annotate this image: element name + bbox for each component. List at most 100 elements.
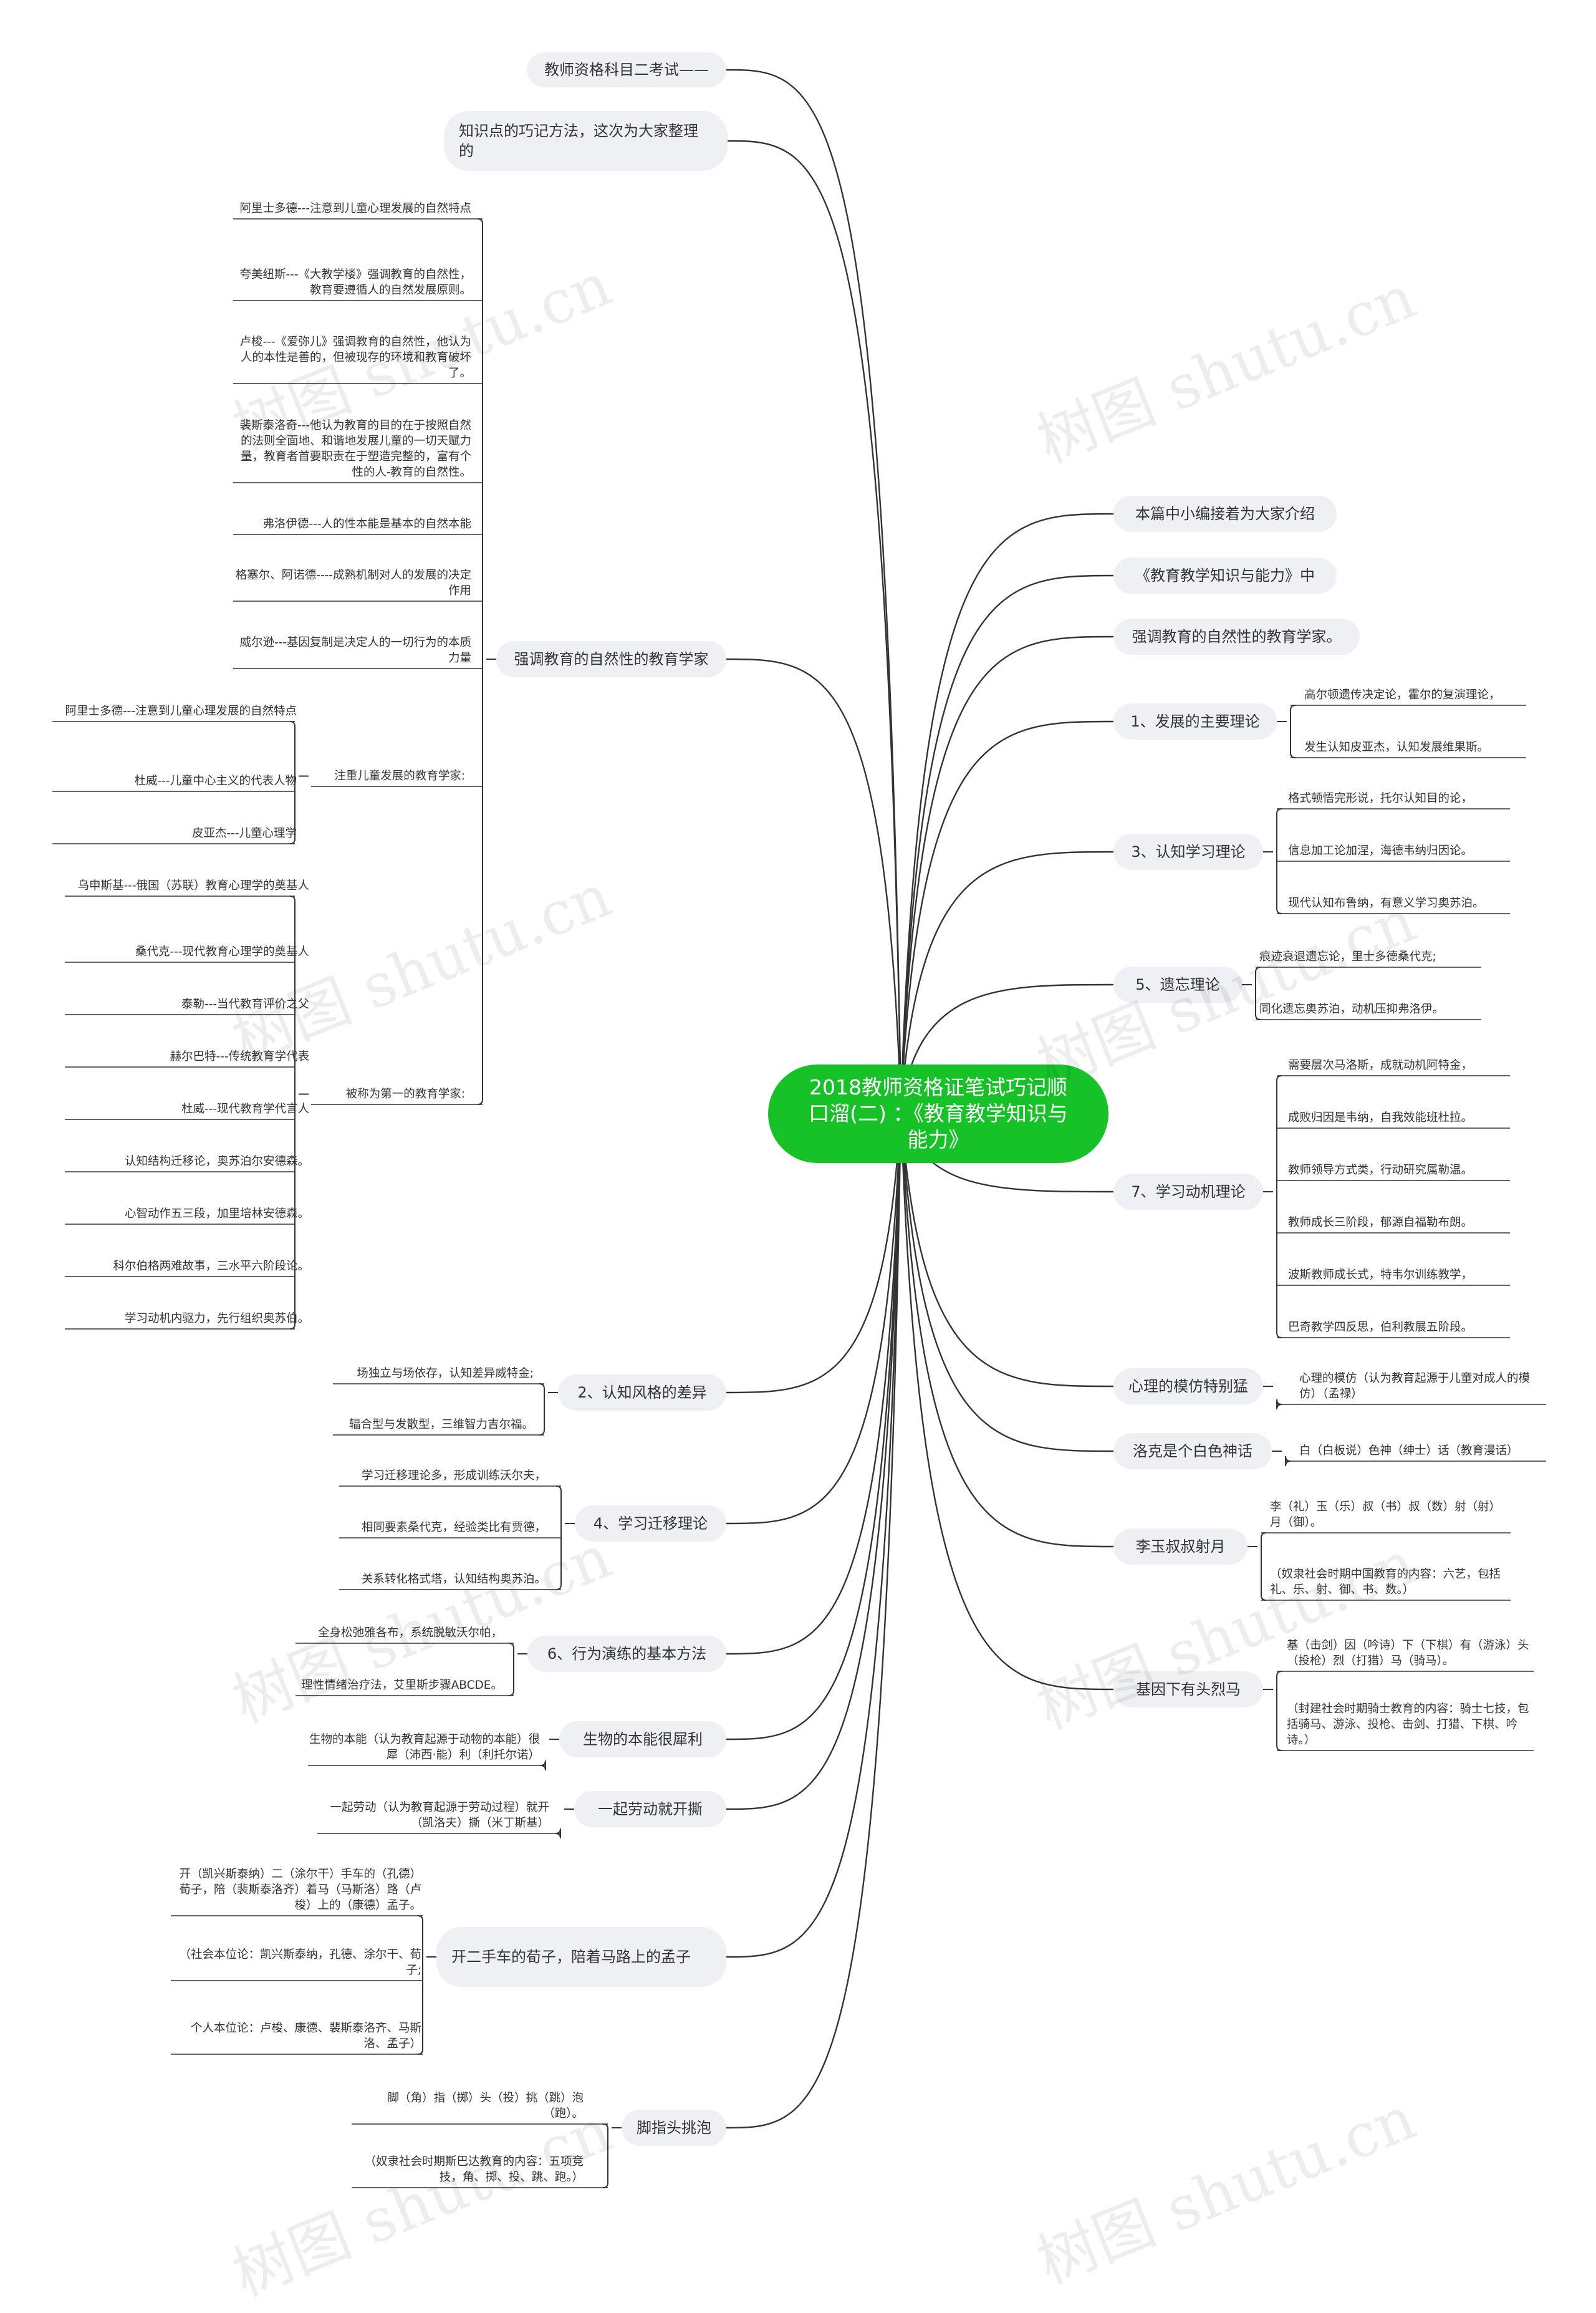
branch-line [726, 1107, 902, 1810]
leaf-text: 高尔顿遗传决定论，霍尔的复演理论， [1304, 688, 1501, 702]
leaf-text: 辐合型与发散型，三维智力吉尔福。 [349, 1418, 534, 1431]
bracket-line [1290, 705, 1296, 758]
branch-line [726, 1107, 902, 1525]
leaf-text: 开（凯兴斯泰纳）二（涂尔干）手车的（孔德）荀子，陪（裴斯泰洛齐）着马（马斯洛）路… [179, 1868, 421, 1912]
bracket-line [477, 218, 483, 1105]
branch-left-7[interactable]: 一起劳动就开撕 [574, 1791, 726, 1827]
sub-leaf-text: 桑代克---现代教育心理学的奠基人 [135, 945, 309, 959]
branch-right-0[interactable]: 本篇中小编接着为大家介绍 [1113, 496, 1337, 532]
root-topic[interactable]: 2018教师资格证笔试巧记顺口溜(二) ：《教育教学知识与能力》 [768, 1065, 1108, 1163]
leaf-text: 夸美纽斯---《大教学楼》强调教育的自然性，教育要遵循人的自然发展原则。 [239, 268, 471, 297]
leaf-text: （奴隶社会时期斯巴达教育的内容：五项竞技，角、掷、投、跳、跑。） [364, 2155, 584, 2184]
branch-right-9[interactable]: 李玉叔叔射月 [1113, 1528, 1247, 1565]
leaf-text: 一起劳动（认为教育起源于劳动过程）就开（凯洛夫）撕（米丁斯基） [330, 1801, 549, 1830]
branch-left-4[interactable]: 4、学习迁移理论 [575, 1505, 726, 1542]
leaf-text: 阿里士多德---注意到儿童心理发展的自然特点 [239, 202, 471, 215]
sub-leaf-text: 泰勒---当代教育评价之父 [181, 998, 309, 1011]
leaf-text: 学习迁移理论多，形成训练沃尔夫， [361, 1469, 546, 1482]
bracket-line [1261, 1532, 1267, 1601]
branch-right-4[interactable]: 3、认知学习理论 [1113, 834, 1263, 870]
branch-left-2[interactable]: 强调教育的自然性的教育学家 [496, 641, 726, 677]
leaf-text: 脚（角）指（掷）头（投）挑（跳）泡（跑）。 [387, 2092, 584, 2120]
leaf-text: 需要层次马洛斯，成就动机阿特金， [1288, 1059, 1473, 1072]
bracket-line [539, 1383, 545, 1436]
branch-right-8[interactable]: 洛克是个白色神话 [1113, 1433, 1272, 1469]
sub-leaf-text: 杜威---现代教育学代言人 [181, 1103, 309, 1116]
leaf-text: 威尔逊---基因复制是决定人的一切行为的本质力量 [239, 636, 471, 665]
leaf-text: 基（击剑）因（吟诗）下（下棋）有（游泳）头（投枪）烈（打猎）马（骑马）。 [1287, 1639, 1529, 1668]
branch-left-8[interactable]: 开二手车的荀子，陪着马路上的孟子 [436, 1927, 726, 1987]
connector-lines [52, 69, 1546, 2188]
sub-leaf-text: 赫尔巴特---传统教育学代表 [170, 1050, 309, 1063]
leaf-text: 理性情绪治疗法，艾里斯步骤ABCDE。 [301, 1679, 502, 1692]
leaf-text: 相同要素桑代克，经验类比有贾德， [361, 1521, 546, 1534]
bracket-line [508, 1643, 514, 1696]
leaf-text: 卢梭---《爱弥儿》强调教育的自然性，他认为人的本性是善的，但被现存的环境和教育… [239, 336, 471, 380]
sub-leaf-text: 学习动机内驱力，先行组织奥苏伯。 [124, 1312, 309, 1325]
leaf-text: 同化遗忘奥苏泊，动机压抑弗洛伊。 [1259, 1003, 1445, 1016]
branch-line [726, 69, 902, 1108]
leaf-text: （社会本位论：凯兴斯泰纳，孔德、涂尔干、荀子; [179, 1948, 421, 1977]
branch-left-3[interactable]: 2、认知风格的差异 [558, 1374, 726, 1411]
sub-leaf-text: 杜威---儿童中心主义的代表人物 [134, 775, 297, 788]
sub-leaf-text: 心智动作五三段，加里培林安德森。 [124, 1207, 309, 1220]
sub-leaf-text: 认知结构迁移论，奥苏泊尔安德森。 [124, 1155, 309, 1168]
branch-left-0[interactable]: 教师资格科目二考试—— [527, 52, 726, 87]
leaf-text: （奴隶社会时期中国教育的内容：六艺，包括礼、乐、射、御、书、数。） [1270, 1568, 1501, 1596]
leaf-text: 教师成长三阶段，郁源自福勒布朗。 [1288, 1216, 1473, 1229]
sub-leaf-text: 皮亚杰---儿童心理学 [191, 827, 297, 840]
branch-left-1[interactable]: 知识点的巧记方法，这次为大家整理的 [444, 111, 728, 171]
sub-leaf-text: 阿里士多德---注意到儿童心理发展的自然特点 [65, 705, 297, 718]
branch-right-5[interactable]: 5、遗忘理论 [1113, 967, 1242, 1003]
bracket-line [1276, 1671, 1282, 1751]
leaf-text: 心理的模仿（认为教育起源于儿童对成人的模仿）（孟禄） [1299, 1372, 1531, 1401]
leaf-text: 个人本位论：卢梭、康德、裴斯泰洛齐、马斯洛、孟子） [190, 2022, 421, 2050]
leaf-text: 注重儿童发展的教育学家: [334, 770, 465, 783]
leaf-text: 裴斯泰洛奇---他认为教育的目的在于按照自然的法则全面地、和谐地发展儿童的一切天… [239, 419, 471, 479]
branch-line [900, 574, 1114, 1108]
branch-right-7[interactable]: 心理的模仿特别猛 [1113, 1368, 1263, 1404]
branch-line [900, 720, 1114, 1108]
leaf-text: 格式顿悟完形说，托尔认知目的论， [1288, 792, 1473, 805]
branch-left-6[interactable]: 生物的本能很犀利 [559, 1721, 726, 1757]
leaf-text: 教师领导方式类，行动研究属勒温。 [1288, 1164, 1473, 1177]
leaf-text: 发生认知皮亚杰，认知发展维果斯。 [1304, 741, 1489, 754]
branch-line [726, 1107, 902, 1655]
branch-line [726, 1107, 902, 1394]
leaf-text: 巴奇教学四反思，伯利教展五阶段。 [1288, 1321, 1473, 1334]
leaf-text: 白（白板说）色神（绅士）话（教育漫话） [1299, 1444, 1519, 1457]
bracket-line [602, 2123, 608, 2188]
branch-right-6[interactable]: 7、学习动机理论 [1113, 1174, 1263, 1210]
leaf-text: 全身松弛雅各布，系统脱敏沃尔帕， [317, 1626, 502, 1639]
bracket-line [1276, 1075, 1282, 1338]
branch-line [900, 513, 1114, 1108]
branch-line [900, 635, 1114, 1108]
leaf-text: 波斯教师成长式，特韦尔训练教学， [1288, 1268, 1473, 1282]
branch-left-5[interactable]: 6、行为演练的基本方法 [527, 1636, 726, 1672]
branch-line [900, 1107, 1114, 1388]
leaf-text: 关系转化格式塔，认知结构奥苏泊。 [361, 1573, 546, 1586]
branch-line [900, 1107, 1114, 1452]
sub-leaf-text: 科尔伯格两难故事，三水平六阶段论。 [113, 1260, 309, 1273]
leaf-text: 李（礼）玉（乐）叔（书）叔（数）射（射）月（御）。 [1270, 1500, 1501, 1529]
branch-right-10[interactable]: 基因下有头烈马 [1113, 1671, 1263, 1707]
branch-line [726, 658, 902, 1108]
branch-line [727, 140, 902, 1108]
leaf-text: 现代认知布鲁纳，有意义学习奥苏泊。 [1288, 897, 1484, 910]
branch-line [726, 1107, 902, 1958]
branch-line [900, 983, 1114, 1108]
branch-line [726, 1107, 902, 2129]
branch-right-3[interactable]: 1、发展的主要理论 [1113, 703, 1277, 740]
branch-right-1[interactable]: 《教育教学知识与能力》中 [1113, 558, 1337, 594]
leaf-text: 弗洛伊德---人的性本能是基本的自然本能 [262, 518, 471, 531]
sub-leaf-text: 乌申斯基---俄国（苏联）教育心理学的奠基人 [77, 879, 309, 892]
mind-map-canvas: 2018教师资格证笔试巧记顺口溜(二) ：《教育教学知识与能力》 教师资格科目二考… [52, 52, 1546, 2310]
leaf-text: 信息加工论加涅，海德韦纳归因论。 [1288, 844, 1473, 857]
branch-right-2[interactable]: 强调教育的自然性的教育学家。 [1113, 619, 1360, 655]
leaf-text: 格塞尔、阿诺德----成熟机制对人的发展的决定作用 [235, 569, 471, 597]
branch-line [900, 851, 1114, 1108]
leaf-text: （封建社会时期骑士教育的内容：骑士七技，包括骑马、游泳、投枪、击剑、打猎、下棋、… [1287, 1702, 1529, 1747]
branch-line [900, 1107, 1114, 1548]
branch-line [900, 1107, 1114, 1691]
branch-left-9[interactable]: 脚指头挑泡 [622, 2110, 726, 2146]
